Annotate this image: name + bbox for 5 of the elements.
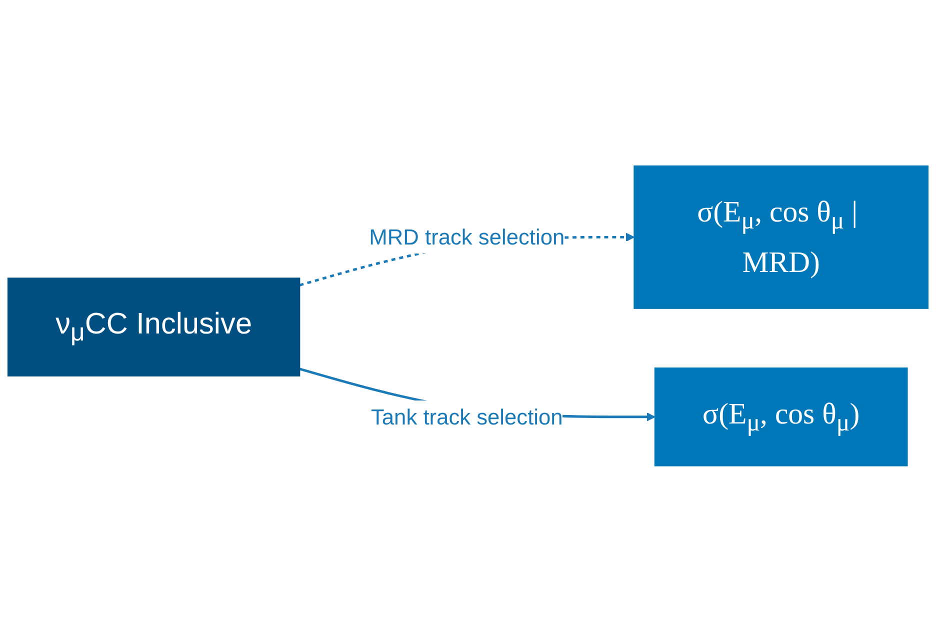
edge-label: Tank track selection	[370, 404, 563, 430]
node-box: σ(E$_{μ}$, cos θ$_{μ}$)	[654, 368, 908, 466]
node-box: σ(E$_{μ}$, cos θ$_{μ}$ | MRD)	[634, 166, 929, 310]
edge-label: MRD track selection	[369, 224, 565, 250]
node-box: ν$_{μ}$CC Inclusive	[7, 278, 300, 377]
